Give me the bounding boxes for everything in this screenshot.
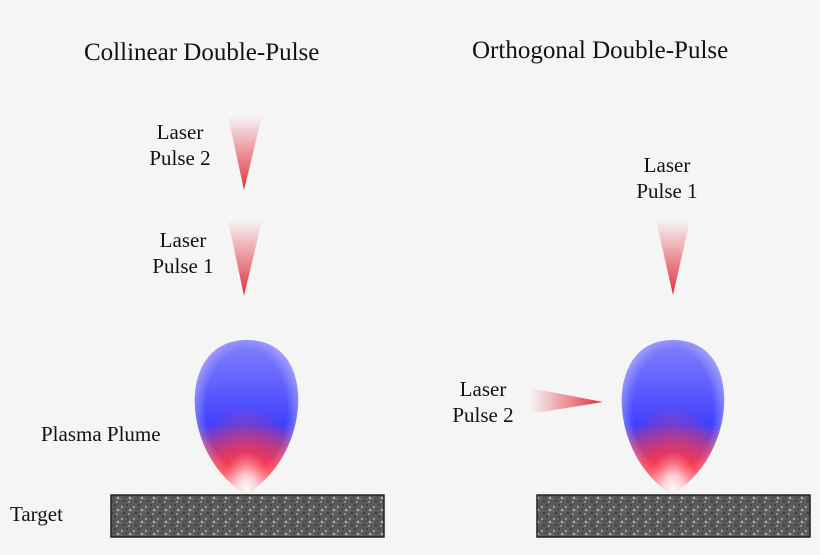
orthogonal-laser-pulse-1-line2: Pulse 1	[636, 179, 698, 203]
laser-pulse-2-beam-orthogonal	[530, 388, 603, 414]
target-slab-orthogonal	[536, 494, 811, 538]
target-slab-collinear	[110, 494, 385, 538]
plasma-plume-label: Plasma Plume	[41, 422, 161, 446]
collinear-laser-pulse-1-label: Laser Pulse 1	[143, 227, 223, 279]
collinear-laser-pulse-1-line1: Laser	[159, 228, 207, 252]
orthogonal-laser-pulse-1-line1: Laser	[643, 153, 691, 177]
orthogonal-laser-pulse-2-line1: Laser	[459, 377, 507, 401]
laser-pulse-1-beam-orthogonal	[656, 220, 690, 295]
orthogonal-laser-pulse-2-label: Laser Pulse 2	[443, 376, 523, 428]
plasma-plume-collinear	[194, 340, 299, 494]
orthogonal-laser-pulse-2-line2: Pulse 2	[452, 403, 514, 427]
target-label: Target	[10, 502, 63, 526]
collinear-laser-pulse-2-label: Laser Pulse 2	[140, 119, 220, 171]
orthogonal-title: Orthogonal Double-Pulse	[472, 37, 729, 64]
collinear-laser-pulse-2-line2: Pulse 2	[149, 146, 211, 170]
laser-pulse-2-beam-collinear	[228, 116, 262, 190]
orthogonal-laser-pulse-1-label: Laser Pulse 1	[627, 152, 707, 204]
collinear-laser-pulse-1-line2: Pulse 1	[152, 254, 214, 278]
plasma-plume-orthogonal	[621, 340, 725, 494]
collinear-title: Collinear Double-Pulse	[84, 39, 320, 66]
collinear-laser-pulse-2-line1: Laser	[156, 120, 204, 144]
laser-pulse-1-beam-collinear	[228, 220, 262, 296]
